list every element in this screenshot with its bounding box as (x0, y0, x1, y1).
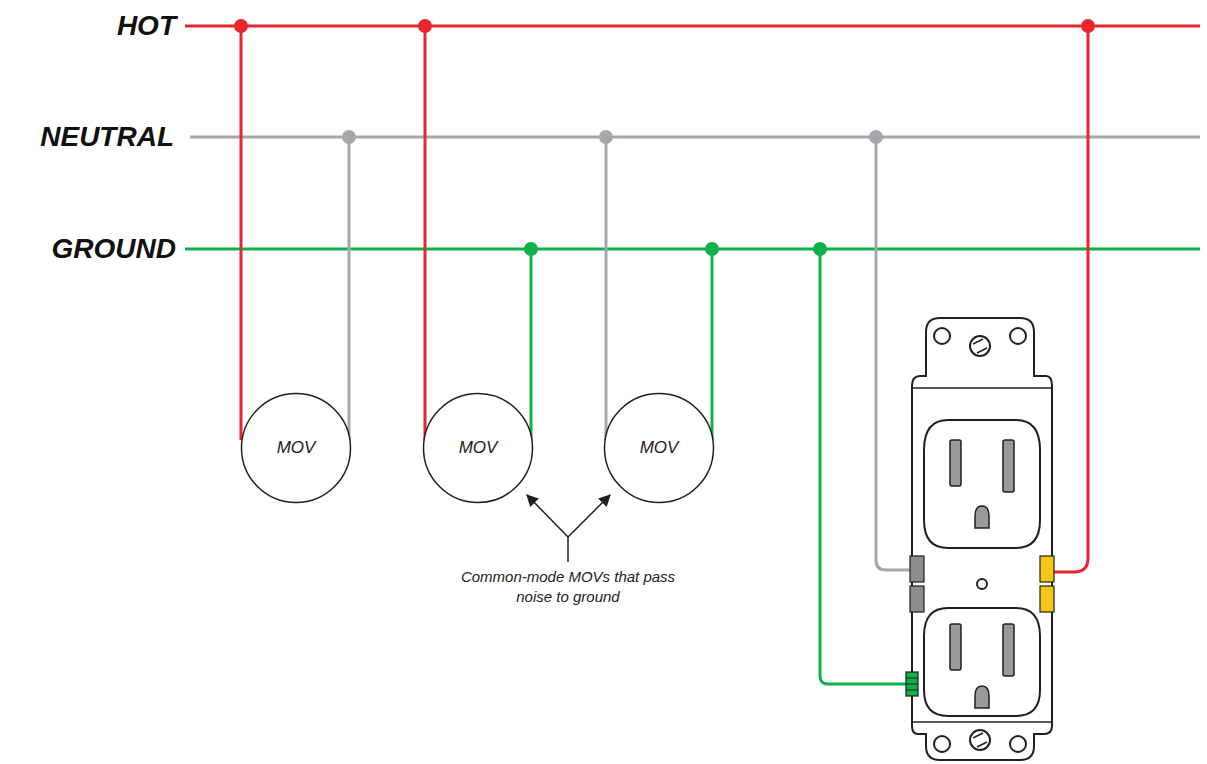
callout-leaders (527, 495, 610, 562)
mov-label: MOV (240, 392, 352, 504)
bus-label: HOT (117, 12, 176, 40)
mov-circle: MOV (240, 392, 352, 504)
mov-circle: MOV (603, 392, 715, 504)
ground-bus (185, 248, 1200, 251)
mov-circle: MOV (422, 392, 534, 504)
neutral-bus (190, 136, 1200, 139)
bus-label: GROUND (52, 235, 176, 263)
mov-label: MOV (422, 392, 534, 504)
callout-note: Common-mode MOVs that pass noise to grou… (458, 567, 678, 606)
outlet-illustration (906, 318, 1054, 760)
hot-bus (185, 25, 1200, 28)
mov-label: MOV (603, 392, 715, 504)
junction-dots (234, 19, 1095, 256)
bus-label: NEUTRAL (40, 123, 174, 151)
